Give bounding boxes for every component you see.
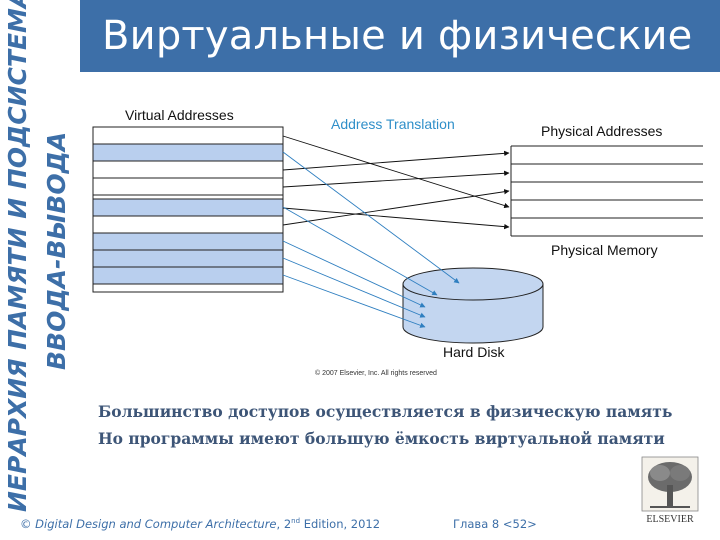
virtual-row (92, 215, 284, 234)
virtual-row (92, 249, 284, 268)
elsevier-logo-text: ELSEVIER (646, 514, 694, 525)
physical-memory-column (510, 145, 703, 237)
edition-suffix: nd (291, 517, 301, 526)
edition-number: 2 (283, 517, 292, 531)
virtual-row (92, 126, 284, 145)
elsevier-tree-icon: ELSEVIER (641, 456, 699, 525)
address-translation-label: Address Translation (331, 116, 455, 132)
slide-title: Виртуальные и физические адреса (80, 0, 720, 131)
hard-disk-icon (402, 267, 544, 344)
virtual-row (92, 160, 284, 179)
virtual-row (92, 177, 284, 196)
physical-memory-label: Physical Memory (551, 242, 658, 258)
virtual-address-column (92, 126, 284, 293)
copyright-note: © 2007 Elsevier, Inc. All rights reserve… (315, 369, 437, 377)
virtual-row (92, 283, 284, 293)
hard-disk-label: Hard Disk (443, 344, 505, 360)
section-title-line-1: ИЕРАРХИЯ ПАМЯТИ И ПОДСИСТЕМА (3, 0, 32, 512)
virtual-addresses-label: Virtual Addresses (125, 107, 234, 123)
edition-rest: Edition, 2012 (303, 517, 381, 531)
footer-citation: © Digital Design and Computer Architectu… (20, 517, 381, 531)
address-translation-diagram: Virtual Addresses Address Translation Ph… (92, 107, 703, 377)
translation-arrows-physical (282, 135, 510, 230)
virtual-row (92, 266, 284, 285)
translation-arrows-disk (282, 151, 460, 328)
bullet-item: Но программы имеют большую ёмкость вирту… (98, 429, 665, 448)
bullet-list: Большинство доступов осуществляется в фи… (98, 398, 672, 452)
copyright-symbol: © (20, 517, 32, 531)
virtual-row (92, 232, 284, 251)
section-title-line-2: ВВОДА-ВЫВОДА (42, 131, 71, 370)
physical-addresses-label: Physical Addresses (541, 123, 662, 139)
book-title: Digital Design and Computer Architecture (35, 517, 277, 531)
virtual-row (92, 198, 284, 217)
virtual-row (92, 143, 284, 162)
slide-number: Глава 8 <52> (453, 517, 537, 531)
bullet-item: Большинство доступов осуществляется в фи… (98, 402, 673, 421)
